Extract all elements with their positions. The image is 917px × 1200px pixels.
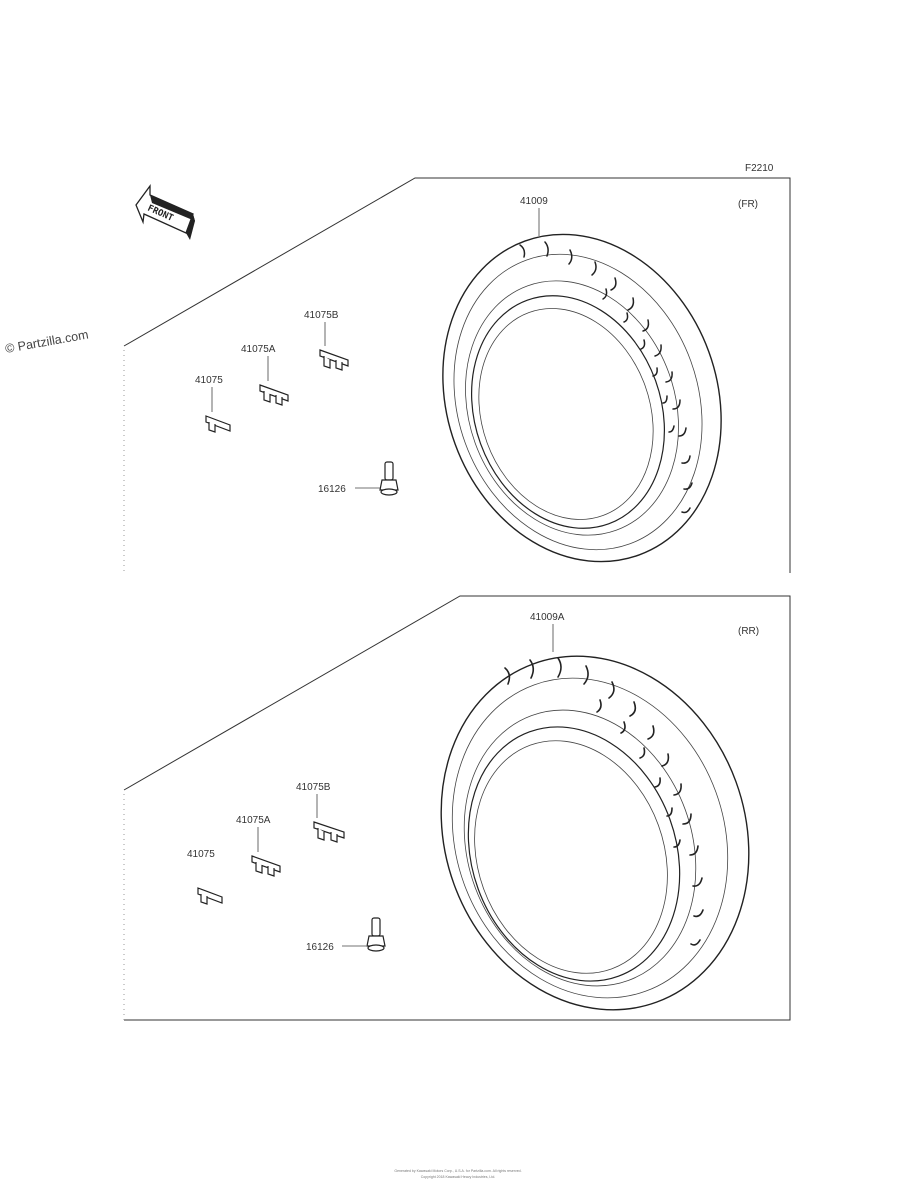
part-16126: 16126	[306, 917, 386, 953]
part-41075B: 41075B	[304, 310, 349, 371]
balance-weight-icon	[205, 415, 231, 433]
balance-weight-icon	[197, 887, 223, 905]
panel-position-label: (RR)	[738, 626, 759, 637]
figure-code: F2210	[745, 163, 774, 174]
part-label: 16126	[318, 484, 346, 495]
part-41075: 41075	[195, 375, 231, 433]
footer-line-1: Generated by Kawasaki Motors Corp., U.S.…	[394, 1169, 521, 1173]
watermark: © Partzilla.com	[4, 328, 89, 356]
part-41075A: 41075A	[241, 344, 289, 406]
part-label: 41075A	[241, 344, 276, 355]
balance-weight-icon	[251, 855, 281, 877]
part-label: 41075	[195, 375, 223, 386]
part-41075A: 41075A	[236, 815, 281, 877]
front-arrow-icon: FRONT	[135, 184, 195, 240]
tire-part-number: 41009A	[530, 612, 565, 623]
panel-position-label: (FR)	[738, 199, 758, 210]
tire-part-number: 41009	[520, 196, 548, 207]
part-16126: 16126	[318, 461, 399, 496]
footer-line-2: Copyright 2018 Kawasaki Heavy Industries…	[421, 1175, 496, 1179]
rear-tire-icon	[440, 655, 750, 1011]
panel-front-tire: (FR) 41009 41075B	[123, 177, 791, 573]
front-tire-icon	[442, 233, 722, 563]
part-label: 41075B	[296, 782, 331, 793]
balance-weight-icon	[313, 821, 345, 843]
valve-stem-icon	[379, 461, 399, 496]
panel-rear-tire: (RR) 41009A 41075B	[123, 595, 791, 1021]
part-41075B: 41075B	[296, 782, 345, 843]
valve-stem-icon	[366, 917, 386, 952]
balance-weight-icon	[319, 349, 349, 371]
part-label: 16126	[306, 942, 334, 953]
part-41075: 41075	[187, 849, 223, 905]
balance-weight-icon	[259, 384, 289, 406]
part-label: 41075A	[236, 815, 271, 826]
part-label: 41075	[187, 849, 215, 860]
part-label: 41075B	[304, 310, 339, 321]
